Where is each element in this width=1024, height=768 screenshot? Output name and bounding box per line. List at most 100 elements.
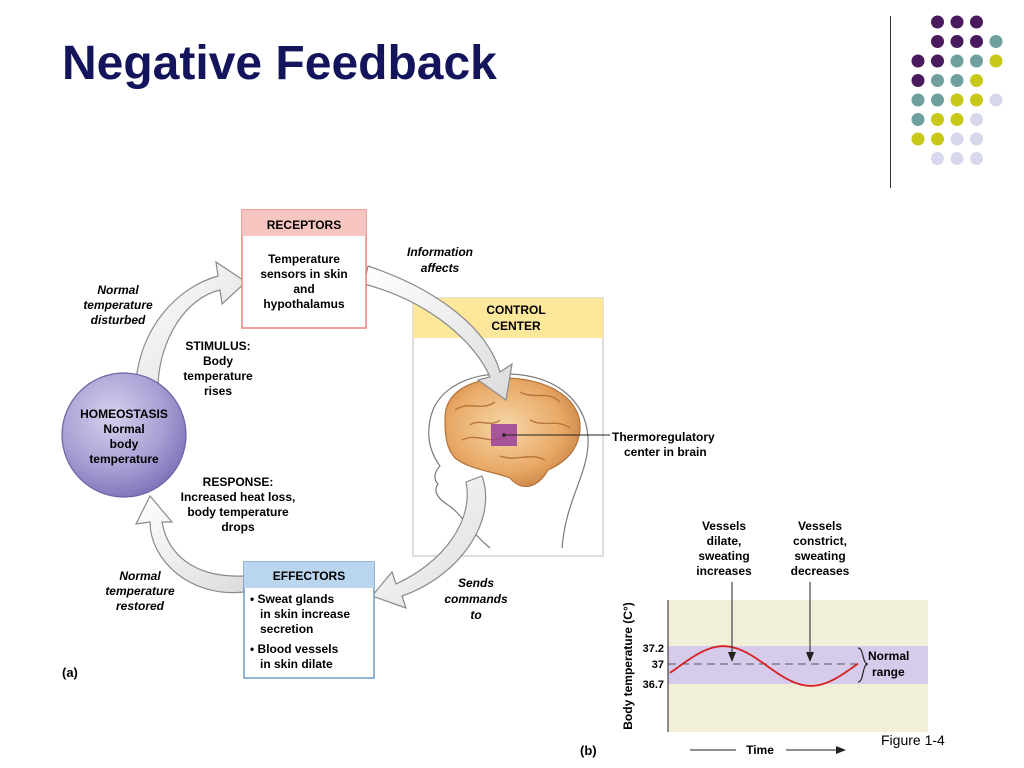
panel-a-tag: (a) (62, 665, 78, 680)
response-text: body temperature (187, 505, 289, 519)
arrow-label-text: commands (444, 592, 508, 606)
response-label: RESPONSE: Increased heat loss, body temp… (181, 475, 296, 534)
annotation-text: Vessels (702, 519, 746, 533)
range-label: range (872, 665, 905, 679)
effectors-text: secretion (260, 622, 313, 636)
effectors-text: • Blood vessels (250, 642, 339, 656)
homeostasis-text: HOMEOSTASIS (80, 407, 168, 421)
logo-dot (911, 93, 925, 107)
time-arrow-icon (836, 746, 846, 754)
receptors-text: Temperature (268, 252, 340, 266)
logo-dot (950, 93, 964, 107)
effectors-text: in skin increase (260, 607, 350, 621)
annotation-text: sweating (794, 549, 845, 563)
logo-dot (911, 54, 925, 68)
logo-dot (950, 35, 964, 48)
arrow-label-commands: Sends commands to (444, 576, 508, 622)
logo-dot (970, 93, 983, 107)
homeostasis-circle: HOMEOSTASIS Normal body temperature (61, 372, 187, 498)
page-title: Negative Feedback (62, 37, 497, 90)
effectors-title: EFFECTORS (273, 569, 345, 583)
tick-label: 36.7 (643, 679, 664, 691)
logo-dot (970, 15, 983, 29)
receptors-text: sensors in skin (260, 267, 347, 281)
effectors-box: EFFECTORS • Sweat glands in skin increas… (243, 561, 375, 679)
receptors-box: RECEPTORS Temperature sensors in skin an… (241, 209, 367, 329)
y-axis-label: Body temperature (C°) (621, 602, 635, 729)
arrow-label-text: Sends (458, 576, 494, 590)
logo-dot (970, 113, 983, 126)
logo-dot (931, 54, 944, 68)
control-center-title-line: CENTER (491, 319, 541, 333)
arrow-to-homeostasis (134, 494, 245, 594)
homeostasis-text: temperature (89, 452, 159, 466)
annotation-text: Vessels (798, 519, 842, 533)
arrow-to-effectors (370, 475, 487, 609)
arrow-label-disturbed: Normal temperature disturbed (83, 283, 153, 327)
logo-dot (950, 113, 964, 126)
logo-dot (911, 74, 925, 87)
decorative-dot-grid (911, 15, 1003, 165)
range-label: Normal (868, 649, 909, 663)
logo-dot (950, 152, 964, 165)
logo-dot (970, 132, 983, 146)
annotation-left: Vessels dilate, sweating increases (696, 519, 752, 662)
logo-dot (950, 132, 964, 146)
logo-dot (931, 113, 944, 126)
tick-label: 37.2 (643, 643, 664, 655)
stimulus-text: rises (204, 384, 232, 398)
logo-dot (911, 113, 925, 126)
arrow-label-text: disturbed (91, 313, 146, 327)
arrow-label-information: Information affects (407, 245, 473, 275)
logo-dot (931, 15, 944, 29)
logo-dot (950, 54, 964, 68)
arrow-label-restored: Normal temperature restored (105, 569, 175, 613)
control-center-title-line: CONTROL (486, 303, 545, 317)
x-axis-label: Time (746, 743, 774, 757)
receptors-title: RECEPTORS (267, 218, 341, 232)
homeostasis-text: Normal (103, 422, 144, 436)
stimulus-text: temperature (183, 369, 253, 383)
effectors-text: • Sweat glands (250, 592, 335, 606)
arrow-label-text: to (470, 608, 481, 622)
arrow-label-text: Normal (97, 283, 139, 297)
range-brace (857, 647, 869, 683)
arrow-to-control-center (363, 265, 513, 402)
stimulus-text: STIMULUS: (185, 339, 250, 353)
annotation-text: sweating (698, 549, 749, 563)
logo-dot (989, 93, 1003, 107)
logo-dot (970, 74, 983, 87)
annotation-right: Vessels constrict, sweating decreases (791, 519, 850, 662)
annotation-text: decreases (791, 564, 850, 578)
normal-range-band (668, 646, 928, 684)
homeostasis-text: body (110, 437, 139, 451)
title-divider (890, 16, 891, 188)
logo-dot (931, 35, 944, 48)
arrow-label-text: Information (407, 245, 473, 259)
effectors-text: in skin dilate (260, 657, 333, 671)
logo-dot (911, 132, 925, 146)
arrow-label-text: temperature (83, 298, 153, 312)
annotation-text: increases (696, 564, 752, 578)
annotation-text: constrict, (793, 534, 847, 548)
callout-label: center in brain (624, 445, 707, 459)
logo-dot (950, 15, 964, 29)
response-text: drops (221, 520, 255, 534)
logo-dot (970, 152, 983, 165)
logo-dot (970, 54, 983, 68)
figure-label: Figure 1-4 (881, 732, 945, 748)
logo-dot (931, 74, 944, 87)
annotation-text: dilate, (707, 534, 742, 548)
logo-dot (950, 74, 964, 87)
logo-dot (970, 35, 983, 48)
receptors-text: hypothalamus (263, 297, 345, 311)
arrow-label-text: Normal (119, 569, 161, 583)
tick-label: 37 (652, 659, 664, 671)
logo-dot (989, 54, 1003, 68)
stimulus-label: STIMULUS: Body temperature rises (183, 339, 253, 398)
response-text: RESPONSE: (203, 475, 274, 489)
arrow-label-text: restored (116, 599, 165, 613)
stimulus-text: Body (203, 354, 233, 368)
